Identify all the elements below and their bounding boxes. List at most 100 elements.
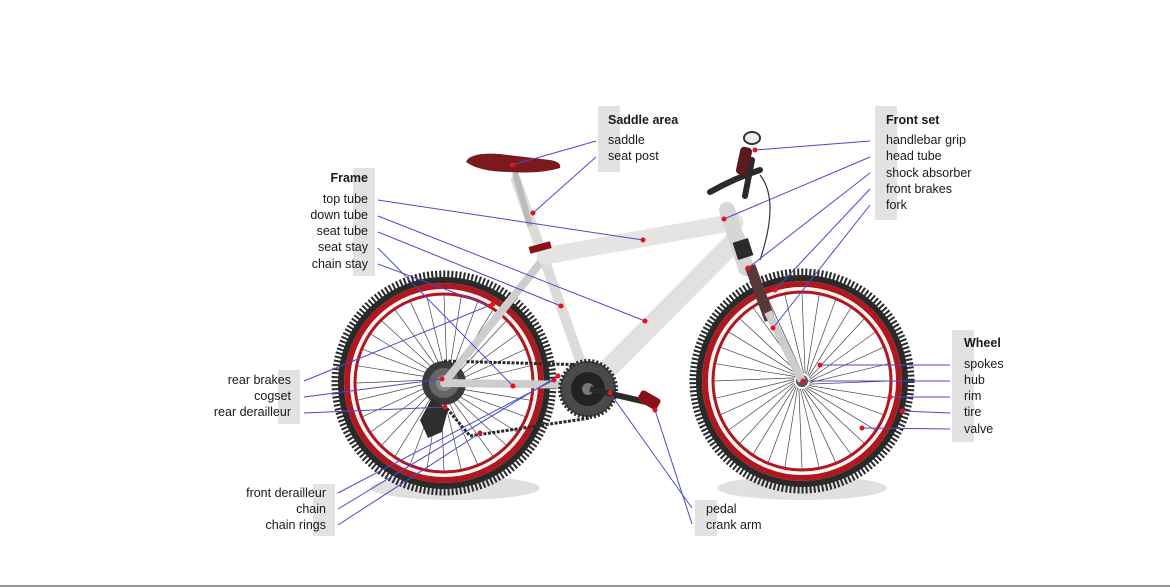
marker-dot xyxy=(652,407,658,413)
marker-dot xyxy=(770,325,776,331)
leader-line xyxy=(511,140,597,166)
brake-cable xyxy=(759,174,771,261)
marker-dot xyxy=(887,394,893,400)
handlebar xyxy=(707,157,763,199)
grip-end xyxy=(743,131,761,145)
spoke xyxy=(798,388,803,470)
leader-line xyxy=(337,379,555,494)
label-rear-brakes: rear brakes xyxy=(227,373,291,387)
marker-dot xyxy=(640,237,646,243)
spoke xyxy=(809,318,865,379)
leader-line xyxy=(337,375,559,510)
marker-dot xyxy=(899,408,905,414)
drive-group-bar xyxy=(313,484,335,536)
spoke xyxy=(784,294,804,374)
label-shock-absorber: shock absorber xyxy=(886,166,972,180)
label-front-brakes: front brakes xyxy=(886,182,953,196)
leader-line xyxy=(772,204,871,329)
leader-line xyxy=(774,188,871,291)
wheel-heading: Wheel xyxy=(964,336,1001,350)
marker-dot xyxy=(800,378,806,384)
spoke xyxy=(720,380,795,415)
marker-dot xyxy=(721,216,727,222)
bike-chain xyxy=(442,359,591,438)
marker-dot xyxy=(551,377,557,383)
label-down-tube: down tube xyxy=(310,208,368,222)
leader-line xyxy=(747,172,871,269)
leader-line xyxy=(861,427,951,430)
front-group-bar xyxy=(875,106,897,220)
leader-line xyxy=(377,199,644,241)
spoke xyxy=(784,387,798,468)
label-front-derailleur: front derailleur xyxy=(246,486,326,500)
spoke xyxy=(809,331,876,380)
label-handlebar-grip: handlebar grip xyxy=(886,133,966,147)
spoke xyxy=(767,386,797,463)
crank-arm-shape xyxy=(589,386,647,405)
spoke xyxy=(809,347,884,382)
label-fork: fork xyxy=(886,198,907,212)
marker-dot xyxy=(490,301,496,307)
label-crank-arm: crank arm xyxy=(706,518,762,532)
marker-dot xyxy=(555,373,561,379)
label-chain-rings: chain rings xyxy=(265,518,326,532)
marker-dots xyxy=(439,147,905,436)
marker-dot xyxy=(859,425,865,431)
leader-line xyxy=(303,406,446,414)
leader-line xyxy=(377,247,514,387)
label-seat-post: seat post xyxy=(608,149,659,163)
spoke xyxy=(808,385,889,399)
shock-absorber-body xyxy=(744,264,776,322)
spoke xyxy=(728,382,795,431)
marker-dot xyxy=(772,287,778,293)
spoke xyxy=(807,299,837,376)
wheel-group-bar xyxy=(952,330,974,442)
spoke xyxy=(713,377,795,382)
label-rim: rim xyxy=(964,389,982,403)
label-chain-stay: chain stay xyxy=(311,257,368,271)
leader-lines xyxy=(303,140,951,526)
label-saddle: saddle xyxy=(608,133,645,147)
spoke xyxy=(806,294,820,375)
spoke xyxy=(809,363,889,383)
leader-line xyxy=(754,140,871,151)
marker-dot xyxy=(558,303,564,309)
front-set-heading: Front set xyxy=(886,113,940,127)
seat-clamp xyxy=(528,241,552,254)
spoke xyxy=(804,388,865,444)
bike-frame xyxy=(440,175,754,397)
marker-dot xyxy=(642,318,648,324)
rear-group-bar xyxy=(278,370,300,424)
spoke xyxy=(715,363,796,377)
marker-dot xyxy=(752,147,758,153)
spoke xyxy=(801,388,836,463)
label-valve: valve xyxy=(964,422,994,436)
spoke xyxy=(800,388,820,468)
frame-group-bar xyxy=(353,168,375,276)
leader-line xyxy=(654,409,693,525)
label-head-tube: head tube xyxy=(886,149,942,163)
marker-dot xyxy=(439,376,445,382)
leader-line xyxy=(377,263,491,307)
label-seat-tube: seat tube xyxy=(316,224,368,238)
chain-rings xyxy=(558,359,618,419)
bottom-border xyxy=(0,585,1170,587)
spoke xyxy=(807,386,884,416)
marker-dot xyxy=(530,210,536,216)
spoke xyxy=(803,388,852,455)
leader-line xyxy=(303,303,494,382)
marker-dot xyxy=(510,383,516,389)
leader-line xyxy=(532,156,597,214)
fork-blade xyxy=(764,310,806,383)
marker-dot xyxy=(442,404,448,410)
spoke xyxy=(801,292,806,374)
frame-heading: Frame xyxy=(330,171,368,185)
head-tube-cap xyxy=(732,237,754,261)
label-seat-stay: seat stay xyxy=(317,240,368,254)
spoke xyxy=(739,318,800,374)
spoke xyxy=(728,331,798,375)
spoke xyxy=(720,346,797,376)
leader-line xyxy=(377,215,646,322)
seat-post xyxy=(512,171,533,227)
